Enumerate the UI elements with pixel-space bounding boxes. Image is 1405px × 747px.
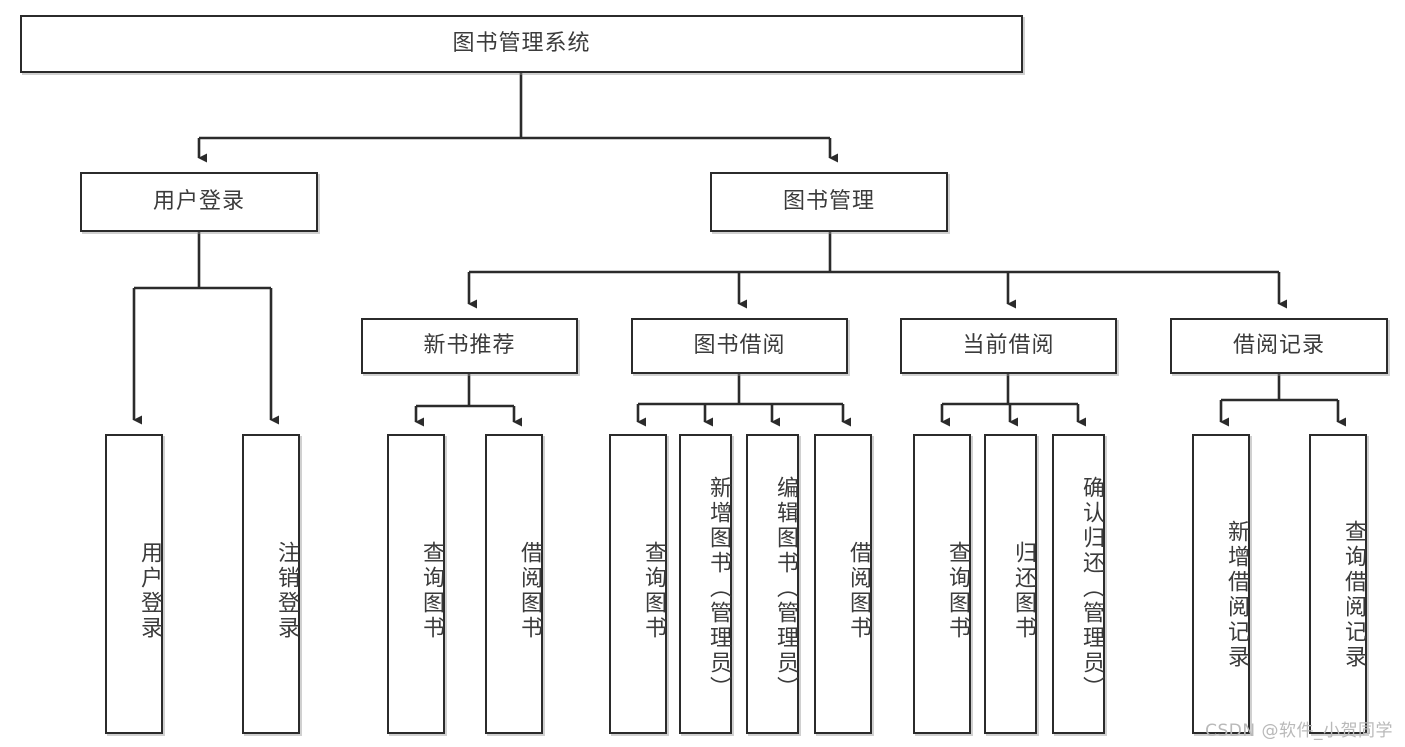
node-leaf-query-book-rec[interactable]: 查询图书 <box>387 434 445 734</box>
node-leaf-confirm-return-label: 确认归还（管理员） <box>1079 475 1104 701</box>
node-current-borrow[interactable]: 当前借阅 <box>900 318 1117 374</box>
node-leaf-user-login[interactable]: 用户登录 <box>105 434 163 734</box>
node-leaf-borrow-book-label: 借阅图书 <box>846 541 871 641</box>
node-leaf-edit-book-label: 编辑图书（管理员） <box>773 475 798 701</box>
node-leaf-return-book[interactable]: 归还图书 <box>984 434 1037 734</box>
node-leaf-add-record[interactable]: 新增借阅记录 <box>1192 434 1250 734</box>
node-leaf-add-book-label: 新增图书（管理员） <box>706 475 731 701</box>
node-leaf-add-record-label: 新增借阅记录 <box>1224 520 1249 670</box>
node-book-manage-label: 图书管理 <box>782 188 875 214</box>
node-leaf-edit-book[interactable]: 编辑图书（管理员） <box>746 434 799 734</box>
node-leaf-add-book[interactable]: 新增图书（管理员） <box>679 434 732 734</box>
node-book-borrow[interactable]: 图书借阅 <box>631 318 848 374</box>
node-new-book-recommend[interactable]: 新书推荐 <box>361 318 578 374</box>
node-leaf-borrow-book-rec-label: 借阅图书 <box>517 541 542 641</box>
node-leaf-query-record-label: 查询借阅记录 <box>1341 520 1366 670</box>
node-leaf-return-book-label: 归还图书 <box>1011 541 1036 641</box>
node-leaf-query-book-rec-label: 查询图书 <box>419 541 444 641</box>
node-user-login[interactable]: 用户登录 <box>80 172 318 232</box>
node-leaf-query-book-borrow[interactable]: 查询图书 <box>609 434 667 734</box>
node-book-manage[interactable]: 图书管理 <box>710 172 948 232</box>
node-user-login-label: 用户登录 <box>152 188 245 214</box>
node-leaf-logout-label: 注销登录 <box>274 541 299 641</box>
node-leaf-logout[interactable]: 注销登录 <box>242 434 300 734</box>
node-leaf-query-book-borrow-label: 查询图书 <box>641 541 666 641</box>
node-new-book-recommend-label: 新书推荐 <box>423 332 516 358</box>
node-borrow-record[interactable]: 借阅记录 <box>1170 318 1388 374</box>
node-leaf-query-book-cur[interactable]: 查询图书 <box>913 434 971 734</box>
node-leaf-confirm-return[interactable]: 确认归还（管理员） <box>1052 434 1105 734</box>
node-leaf-query-book-cur-label: 查询图书 <box>945 541 970 641</box>
node-root[interactable]: 图书管理系统 <box>20 15 1023 73</box>
node-current-borrow-label: 当前借阅 <box>962 332 1055 358</box>
node-root-label: 图书管理系统 <box>452 30 591 56</box>
node-leaf-query-record[interactable]: 查询借阅记录 <box>1309 434 1367 734</box>
node-leaf-borrow-book-rec[interactable]: 借阅图书 <box>485 434 543 734</box>
node-book-borrow-label: 图书借阅 <box>693 332 786 358</box>
node-leaf-user-login-label: 用户登录 <box>137 541 162 641</box>
csdn-watermark: CSDN @软件_小贺同学 <box>1205 721 1393 741</box>
node-borrow-record-label: 借阅记录 <box>1232 332 1325 358</box>
node-leaf-borrow-book[interactable]: 借阅图书 <box>814 434 872 734</box>
